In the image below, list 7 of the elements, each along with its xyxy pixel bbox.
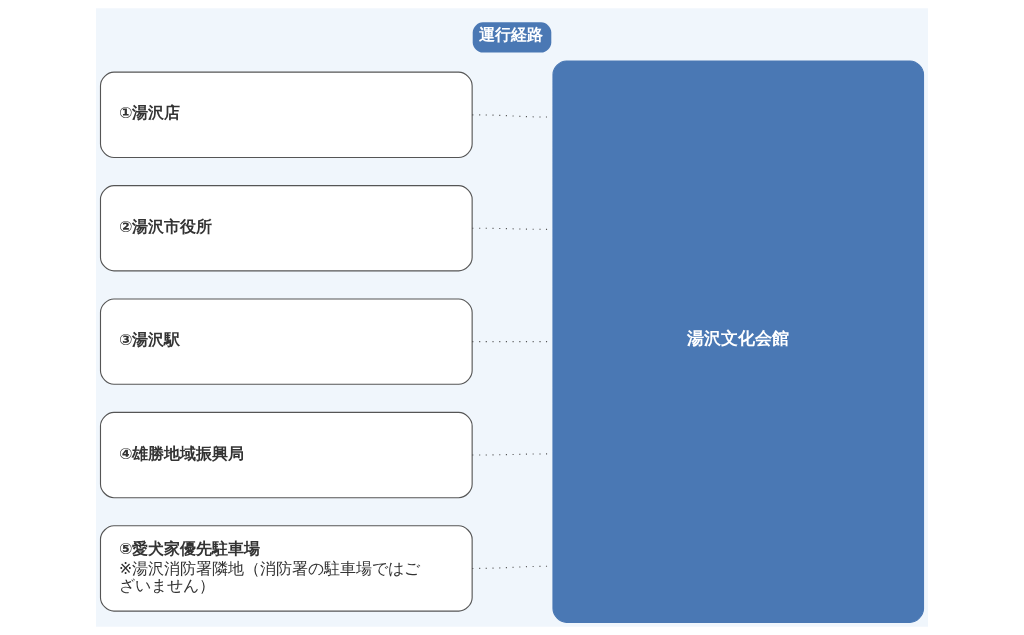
node-box: ③湯沢駅: [99, 298, 473, 385]
node-box: ②湯沢市役所: [99, 185, 473, 272]
node-box: 湯沢文化会館: [552, 60, 925, 623]
diagram-title: 運行経路: [479, 25, 544, 45]
node-box: ⑤愛犬家優先駐車場 ※湯沢消防署隣地（消防署の駐車場ではございません）: [99, 525, 473, 612]
node-box: ①湯沢店: [99, 71, 473, 159]
node-box: ④雄勝地域振興局: [99, 411, 473, 499]
